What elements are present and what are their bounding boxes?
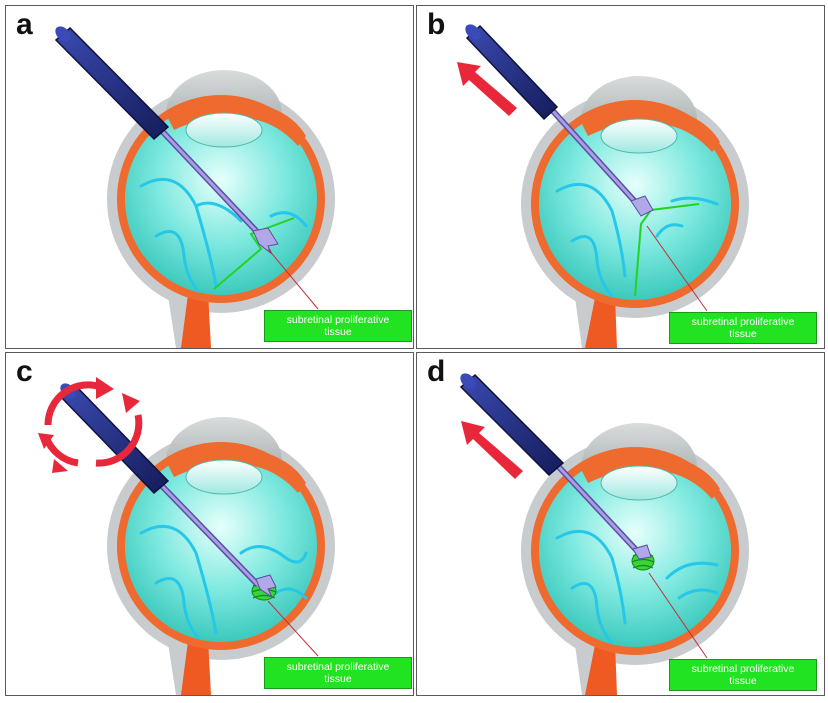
optic-nerve [585, 643, 617, 695]
tissue-label-line2: tissue [324, 326, 352, 338]
tissue-label: subretinal proliferative tissue [669, 312, 817, 344]
tissue-label: subretinal proliferative tissue [264, 657, 412, 689]
panel-b: b subretinal proliferative tissue [416, 5, 825, 349]
panel-b-illustration [457, 24, 749, 348]
lens [185, 459, 263, 495]
panel-d-illustration [459, 373, 749, 695]
optic-nerve [181, 292, 211, 348]
tissue-label-line1: subretinal proliferative [691, 316, 795, 328]
lens [185, 112, 263, 148]
proliferative-tissue [634, 203, 700, 297]
label-pointer [646, 225, 708, 312]
forceps-instrument [459, 373, 652, 560]
label-pointer [267, 248, 319, 310]
ciliary-body [166, 99, 306, 146]
panel-letter: b [427, 8, 446, 41]
tissue-label-line1: subretinal proliferative [286, 661, 390, 673]
ciliary-body [166, 446, 306, 493]
forceps-instrument [465, 24, 654, 217]
label-pointer [267, 600, 319, 657]
retinal-vessels [139, 177, 308, 293]
panel-letter: d [427, 355, 446, 388]
tissue-label-line2: tissue [729, 675, 757, 687]
panel-letter: c [16, 355, 33, 388]
panel-d: d subretinal proliferative tissue [416, 352, 825, 696]
red-arrow-icon [457, 62, 517, 116]
tissue-label: subretinal proliferative tissue [669, 659, 817, 691]
rotation-arrowheads [38, 377, 140, 473]
red-arrow-icon [461, 421, 523, 479]
tissue-label-line2: tissue [729, 328, 757, 340]
label-pointer [648, 572, 708, 659]
ciliary-body [580, 105, 720, 152]
optic-nerve [585, 296, 617, 348]
panel-c-illustration [38, 377, 335, 695]
retinal-vessels [139, 524, 308, 640]
ciliary-body [580, 452, 720, 499]
optic-nerve [181, 639, 211, 695]
eyeball [521, 76, 749, 348]
tissue-label-line1: subretinal proliferative [286, 314, 390, 326]
retinal-vessels [555, 529, 719, 645]
tissue-label-line2: tissue [324, 673, 352, 685]
tissue-label-line1: subretinal proliferative [691, 663, 795, 675]
proliferative-tissue [213, 217, 295, 290]
forceps-instrument [59, 383, 277, 599]
panel-c: c subretinal proliferative tissue [5, 352, 414, 696]
forceps-instrument [54, 26, 279, 255]
panel-a-illustration [54, 26, 335, 348]
retinal-vessels [555, 182, 719, 298]
lens [600, 465, 678, 501]
panel-a: a subretinal proliferative tissue [5, 5, 414, 349]
lens [600, 118, 678, 154]
panel-letter: a [16, 8, 33, 41]
tissue-label: subretinal proliferative tissue [264, 310, 412, 342]
